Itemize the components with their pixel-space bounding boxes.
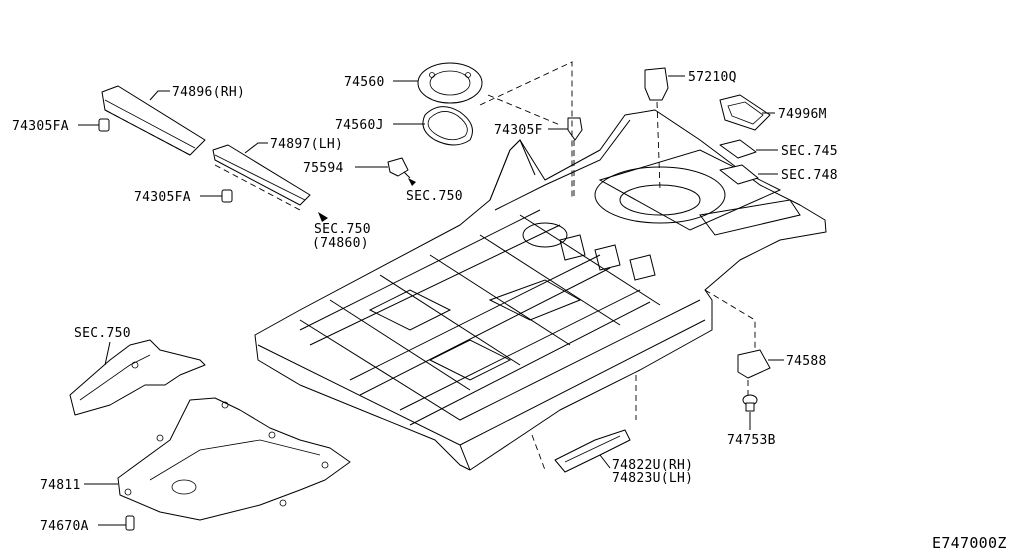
label-74822u: 74822U(RH) (612, 458, 693, 473)
label-74753b: 74753B (727, 433, 776, 448)
label-74823u: 74823U(LH) (612, 471, 693, 486)
bracket-74588 (737, 349, 771, 379)
sec750-bracket (69, 339, 206, 416)
clip-74305fa-2 (221, 189, 233, 203)
floor-panel (254, 109, 827, 471)
callout-labels: 74896(RH) 74305FA 74897(LH) 74305FA 7559… (12, 70, 1007, 552)
bracket-sec748 (719, 164, 759, 185)
rail-74897 (212, 144, 311, 211)
label-74811: 74811 (40, 478, 81, 493)
guide-lines (479, 61, 756, 471)
plug-57210q (644, 67, 669, 191)
label-74560: 74560 (344, 75, 385, 90)
grommet-74560 (417, 62, 483, 104)
label-74996m: 74996M (778, 107, 827, 122)
plug-75594 (387, 157, 411, 179)
seal-74560j (422, 106, 473, 146)
clip-74305f (567, 117, 583, 200)
label-74305fa-2: 74305FA (134, 190, 191, 205)
arrow-icon (318, 178, 416, 222)
label-74560j: 74560J (335, 118, 384, 133)
label-57210q: 57210Q (688, 70, 737, 85)
leader-lines (78, 75, 784, 526)
figure-code: E747000Z (932, 534, 1007, 552)
clip-74305fa-1 (98, 118, 110, 132)
label-sec750-b: SEC.750 (406, 189, 463, 204)
label-74896: 74896(RH) (172, 85, 245, 100)
label-sec745: SEC.745 (781, 144, 838, 159)
screw-74670a (125, 515, 135, 531)
label-sec750-a: SEC.750 (314, 222, 371, 237)
label-74897: 74897(LH) (270, 137, 343, 152)
label-sec748: SEC.748 (781, 168, 838, 183)
cover-74996m (719, 94, 771, 131)
label-74588: 74588 (786, 354, 827, 369)
label-74670a: 74670A (40, 519, 89, 534)
grommet-74753b (742, 394, 758, 412)
label-74305f: 74305F (494, 123, 543, 138)
label-74305fa-1: 74305FA (12, 119, 69, 134)
label-75594: 75594 (303, 161, 344, 176)
under-cover (117, 397, 351, 521)
label-sec750-c: SEC.750 (74, 326, 131, 341)
label-74860: (74860) (312, 236, 369, 251)
cover-74822u (554, 429, 631, 473)
bracket-sec745 (719, 139, 757, 159)
rail-74896 (101, 85, 206, 156)
